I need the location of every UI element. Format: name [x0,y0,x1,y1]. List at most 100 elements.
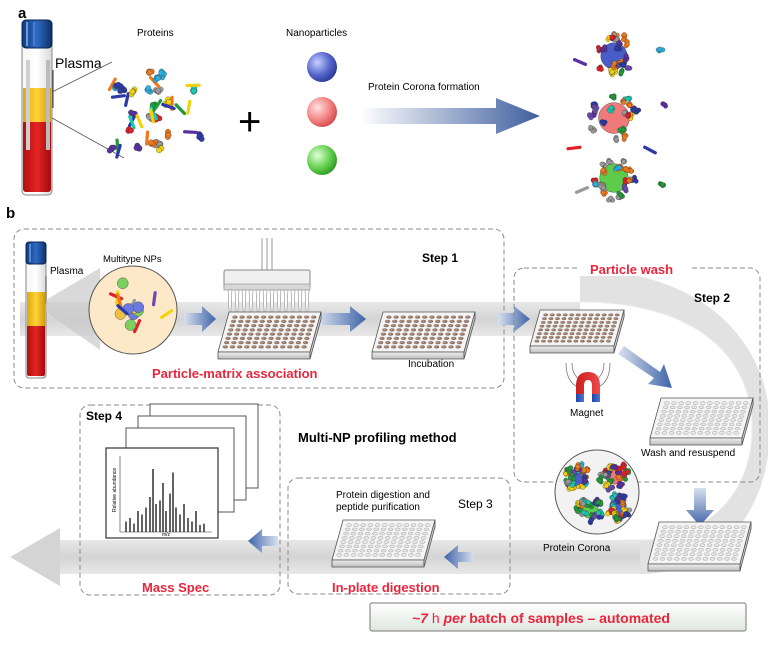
digestion-line2: peptide purification [336,502,420,513]
corona-protein [618,61,627,69]
protein-stick [186,99,192,115]
step1-label: Step 1 [422,251,458,265]
protein-blob [144,85,154,95]
corona-formation-arrow [360,98,540,134]
wash-resuspend-label: Wash and resuspend [641,448,735,459]
corona-protein [617,125,627,135]
step3-box [287,477,511,595]
protein-blob [164,129,172,140]
plate-wash-top [529,309,625,354]
corona-protein [609,93,617,101]
time-rest: batch of samples – automated [465,610,670,626]
corona-protein [623,166,631,174]
corona-protein [618,68,625,77]
arrow-1 [184,306,216,332]
corona-protein [609,464,618,471]
protein-stick [161,102,176,111]
plate-corona [647,521,752,572]
corona-protein [599,119,608,127]
corona-protein [608,67,615,78]
corona-products [566,31,668,203]
protein-blob [156,144,165,154]
plate-incubation [371,311,476,360]
protein-stick [124,92,130,107]
corona-protein [616,190,625,199]
protein-stick [174,103,187,116]
corona-protein [592,180,600,188]
corona-protein [599,44,608,53]
plasma-label-a: Plasma [55,55,102,71]
protein-stick [110,94,126,99]
corona-protein [605,484,616,493]
corona-protein [600,189,608,197]
corona-protein [596,474,604,485]
step2-label: Step 2 [694,291,730,305]
np-protein-stick [116,304,129,316]
protein-stick [115,143,122,159]
incubation-label: Incubation [408,359,454,370]
protein-blob [152,86,164,95]
corona-protein [581,478,589,485]
nanoparticle-red [307,97,337,127]
np-protein-stick [116,293,123,308]
corona-arrow-label: Protein Corona formation [368,82,480,93]
corona-protein [624,111,632,119]
free-protein [655,46,666,54]
corona-protein [563,479,572,486]
np-bead [124,319,137,331]
time-per: per [443,610,467,626]
protein-stick [128,115,136,130]
multichannel-pipette [223,238,311,291]
np-protein-stick [151,291,157,307]
protein-stick [144,130,150,146]
free-protein-stick [643,145,657,155]
corona-protein [621,32,628,42]
corona-protein [588,124,597,134]
step4-label: Step 4 [86,409,122,423]
spectrum-xlabel: m/z [162,532,171,538]
free-protein [660,101,668,109]
protein-blob [106,144,117,154]
corona-protein [621,469,630,478]
corona-protein [619,493,628,501]
magnet-label: Magnet [570,408,604,419]
protein-blob [145,68,155,76]
time-prefix: ~7 [412,610,429,626]
corona-protein [609,34,616,41]
free-protein-stick [574,186,590,194]
corona-protein [596,64,604,72]
corona-protein [591,104,600,113]
corona-protein [598,183,607,192]
protein-stick [152,99,163,113]
protein-blob [133,142,143,152]
corona-particle [563,461,591,492]
arrow-3 [498,306,530,332]
mass-spec-label: Mass Spec [142,580,209,595]
blood-tube-b [25,241,47,379]
corona-protein [622,53,630,63]
corona-particle [590,157,639,203]
particle-wash-bg [580,262,690,276]
corona-protein [624,65,633,71]
np-protein-stick [159,309,174,320]
corona-protein [606,105,615,114]
zoom-line-top [51,61,113,93]
protein-stick [149,108,156,124]
corona-protein [564,465,574,474]
free-protein-stick [572,58,588,66]
zoom-line-bottom [51,117,125,159]
corona-protein [602,481,611,489]
corona-protein [613,44,622,52]
corona-protein [623,39,630,49]
corona-protein [616,480,625,490]
arrow-down [686,488,714,526]
np-protein-stick [132,319,142,334]
protein-blob [196,131,205,142]
corona-particle [605,491,633,524]
arrow-to-massspec [248,529,278,553]
protein-blob [190,84,198,95]
protein-stick [107,77,117,92]
corona-protein [567,472,577,482]
time-box [369,602,747,632]
